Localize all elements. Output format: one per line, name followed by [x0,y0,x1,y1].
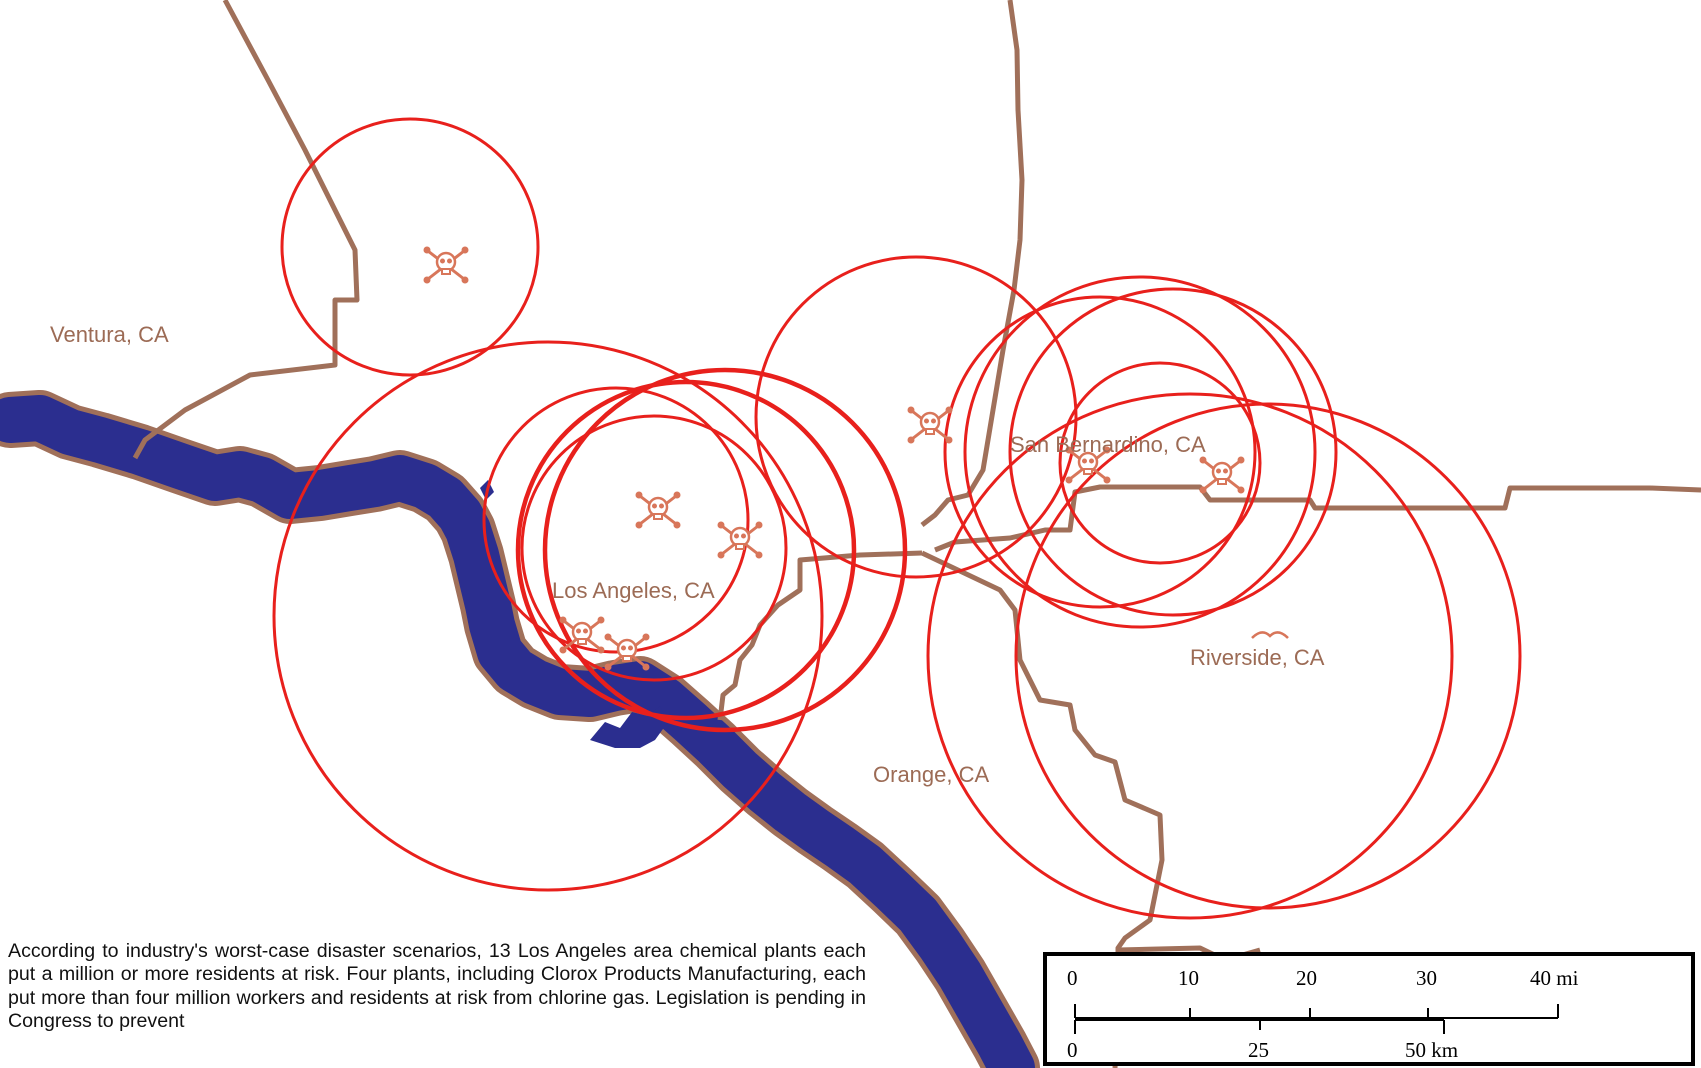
scale-mi-10: 10 [1178,966,1199,990]
map-caption: According to industry's worst-case disas… [8,940,866,1033]
scale-bar: 0 10 20 30 40 mi 0 25 50 km [1043,952,1695,1066]
risk-radius-circle [515,379,857,721]
risk-radius-circle [926,392,1454,920]
scale-km-0: 0 [1067,1038,1078,1062]
risk-radius-circles [272,117,1522,920]
skull-and-crossbones-icon [1198,455,1246,495]
county-label: Riverside, CA [1190,645,1325,670]
county-boundaries [132,0,1701,1068]
county-label: Los Angeles, CA [552,578,715,603]
scale-km-25: 25 [1248,1038,1269,1062]
risk-radius-circle [542,367,908,733]
orange-riverside-boundary [920,550,1165,1068]
risk-radius-circle [1014,402,1522,910]
scale-mi-0: 0 [1067,966,1078,990]
county-labels: Ventura, CA San Bernardino, CA Los Angeles… [50,322,1325,787]
risk-radius-circle [520,414,788,682]
risk-radius-circle [1058,361,1262,565]
county-label: Orange, CA [873,762,989,787]
risk-radius-circle [943,295,1257,609]
scale-mi-end: 40 mi [1530,966,1579,990]
sb-riverside-boundary [934,484,1701,553]
chemical-plants [422,245,1289,672]
county-label: San Bernardino, CA [1010,432,1206,457]
la-sb-boundary [920,0,1025,527]
risk-radius-circle [280,117,540,377]
ventura-la-boundary [132,0,360,460]
skull-and-crossbones-icon [422,245,470,285]
skull-and-crossbones-icon [716,520,764,560]
skull-and-crossbones-icon [634,490,682,530]
scale-bar-frame [1043,952,1695,1066]
risk-radius-circle [272,340,824,892]
county-label: Ventura, CA [50,322,169,347]
plant-marker-icon [1251,631,1289,639]
skull-and-crossbones-icon [906,405,954,445]
scale-mi-20: 20 [1296,966,1317,990]
water-inlet [590,706,668,748]
coastline-water [0,395,1035,1068]
risk-radius-circle [754,255,1078,579]
risk-radius-circle [1008,287,1338,617]
risk-radius-circle [963,275,1317,629]
risk-radius-circle [482,386,750,654]
scale-km-end: 50 km [1405,1038,1458,1062]
scale-mi-30: 30 [1416,966,1437,990]
